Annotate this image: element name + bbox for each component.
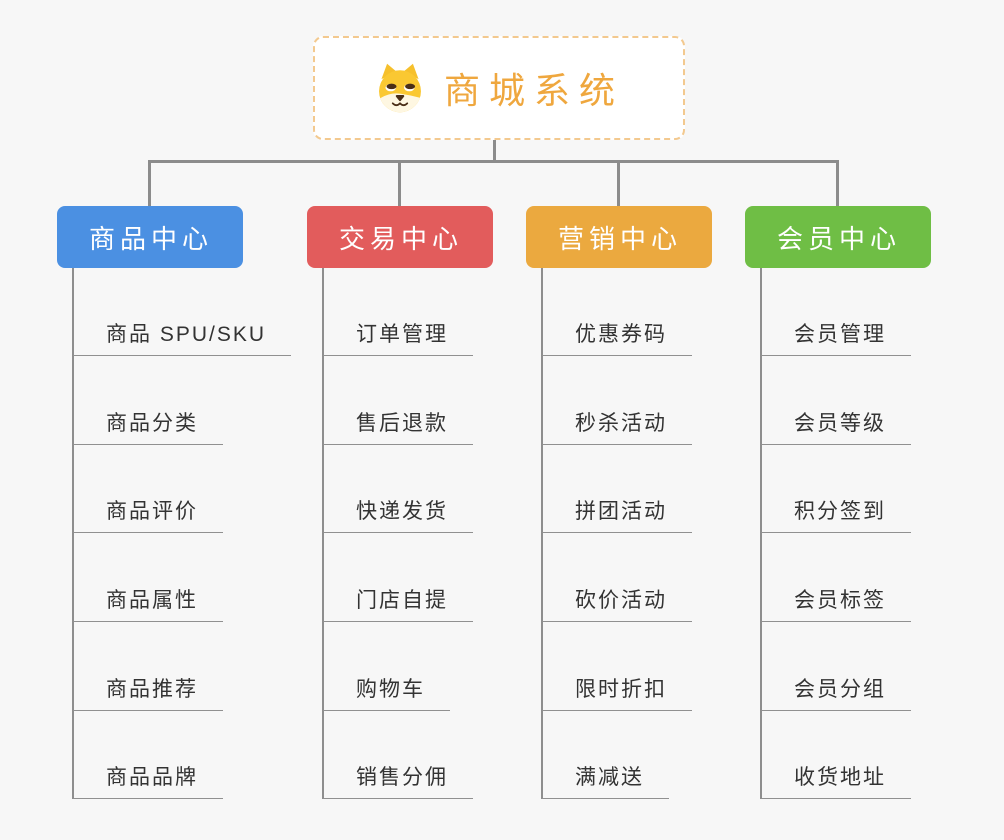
leaf-node[interactable]: 商品推荐 — [73, 678, 223, 711]
connector-trunk-marketing — [541, 268, 543, 799]
leaf-node[interactable]: 积分签到 — [761, 500, 911, 533]
leaf-node[interactable]: 砍价活动 — [542, 589, 692, 622]
leaf-node[interactable]: 商品 SPU/SKU — [73, 323, 292, 356]
branch-label: 会员中心 — [776, 223, 901, 254]
leaf-node[interactable]: 门店自提 — [323, 589, 473, 622]
leaf-node[interactable]: 收货地址 — [761, 766, 911, 799]
connector-drop-member — [836, 160, 839, 206]
leaf-node[interactable]: 商品属性 — [73, 589, 223, 622]
leaf-node[interactable]: 会员管理 — [761, 323, 911, 356]
leaf-node[interactable]: 快递发货 — [323, 500, 473, 533]
branch-node-trade-center[interactable]: 交易中心 — [307, 206, 493, 268]
leaf-node[interactable]: 会员标签 — [761, 589, 911, 622]
leaf-node[interactable]: 会员等级 — [761, 412, 911, 445]
leaf-node[interactable]: 秒杀活动 — [542, 412, 692, 445]
leaf-node[interactable]: 售后退款 — [323, 412, 473, 445]
leaf-node[interactable]: 会员分组 — [761, 678, 911, 711]
connector-trunk-trade — [322, 268, 324, 799]
leaf-node[interactable]: 限时折扣 — [542, 678, 692, 711]
connector-trunk-product — [72, 268, 74, 799]
leaf-node[interactable]: 拼团活动 — [542, 500, 692, 533]
branch-label: 交易中心 — [338, 223, 463, 254]
leaf-node[interactable]: 商品分类 — [73, 412, 223, 445]
branch-node-product-center[interactable]: 商品中心 — [57, 206, 243, 268]
root-node[interactable]: 商城系统 — [313, 36, 685, 140]
root-title: 商城系统 — [443, 70, 624, 111]
connector-drop-marketing — [617, 160, 620, 206]
branch-node-member-center[interactable]: 会员中心 — [745, 206, 931, 268]
leaf-node[interactable]: 商品评价 — [73, 500, 223, 533]
leaf-node[interactable]: 优惠券码 — [542, 323, 692, 356]
connector-trunk-member — [760, 268, 762, 799]
connector-drop-trade — [398, 160, 401, 206]
shiba-dog-icon — [379, 63, 421, 113]
leaf-node[interactable]: 满减送 — [542, 766, 669, 799]
connector-drop-product — [148, 160, 151, 206]
leaf-node[interactable]: 购物车 — [323, 678, 450, 711]
branch-label: 商品中心 — [88, 223, 213, 254]
leaf-node[interactable]: 商品品牌 — [73, 766, 223, 799]
leaf-node[interactable]: 订单管理 — [323, 323, 473, 356]
leaf-node[interactable]: 销售分佣 — [323, 766, 473, 799]
connector-bus — [148, 160, 839, 163]
branch-label: 营销中心 — [557, 223, 682, 254]
connector-root-stub — [493, 140, 496, 162]
branch-node-marketing-center[interactable]: 营销中心 — [526, 206, 712, 268]
